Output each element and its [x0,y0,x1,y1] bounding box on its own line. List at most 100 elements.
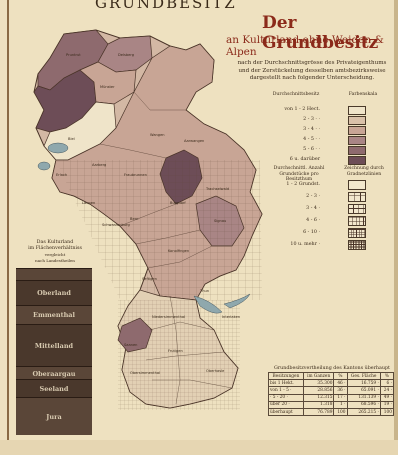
map-description: nach der Durchschnittsgrösse des Private… [228,60,396,83]
table-cell: 265.215 · [346,407,381,417]
legend-color-swatch [348,116,366,125]
table-cell: 100 [333,407,348,417]
stats-table-header: Besitzungen im Ganzen % Ges. Fläche % [268,371,395,381]
legend-color-heading: Farbenskala [348,92,378,97]
map-subtitle: an Kulturland ohne Weiden & Alpen [226,34,384,58]
region-band-label: Mittelland [34,342,74,351]
label-schwarzenburg: Schwarzenburg [102,223,130,227]
region-band-label: Emmenthal [33,311,75,320]
table-cell: 35.300 [302,379,335,388]
label-fraubrunnen: Fraubrunnen [124,173,147,177]
label-aarberg: Aarberg [92,163,106,167]
region-band-label: Oberaargau [32,369,76,378]
district-boundaries [99,91,233,405]
legend-color-swatch [348,146,366,155]
legend-hatch-swatch [348,192,366,202]
table-cell: 49 · [379,393,395,402]
table-row: über 20 · 1.318 1 · 68.596 · 19 · [268,400,395,409]
table-cell: über 20 · [268,400,304,409]
table-row: von 1 - 5 · 28.856 36 · 65.091 · 24 · [268,386,395,395]
regions-note-line: Das Kulturland [36,240,74,245]
label-trachselwald: Trachselwald [205,187,229,191]
legend-size-label: 2 - 3 · · [303,117,320,122]
label-oberhasle: Oberhasle [206,369,225,373]
legend-size-label: 5 - 6 · · [303,147,320,152]
label-thun: Thun [199,289,209,293]
table-cell: 17 · [333,393,348,402]
regions-note-line: vergleicht [44,252,66,257]
region-band: Oberaargau [16,365,92,381]
district-saanen [117,317,153,353]
legend-size-row: 5 - 6 · · [272,146,392,155]
table-cell: bis 1 Hekt. [268,379,304,388]
header-cell: Besitzungen [268,371,304,381]
table-cell: 68.596 · [346,400,381,409]
stats-table-title: Grundbesitzvertheilung des Kantons überh… [274,366,390,371]
legend-hatch-swatch [348,228,366,238]
label-pruntrut: Pruntrut [66,53,81,57]
label-wangen: Wangen [150,133,165,137]
legend-parcel-row: 2 - 3 · [272,192,392,202]
table-cell: 6 · [379,379,395,388]
legend-color-swatch [348,136,366,145]
table-cell: überhaupt [268,407,304,417]
region-band-label: Oberland [37,289,71,298]
legend-parcel-label: 3 - 4 · [306,206,320,211]
header-cell: im Ganzen [302,371,335,381]
table-cell: 12.315 [302,393,335,402]
legend-size-row: 2 - 3 · · [272,116,392,125]
table-cell: 28.856 [302,386,335,395]
label-delsberg: Delsberg [118,53,134,57]
legend-parcel-row: 4 - 6 · [272,216,392,226]
regions-note-line: nach Landestheilen [35,258,75,263]
table-cell: 24 · [379,386,395,395]
table-cell: 16.759 · [346,379,381,388]
description-line: dargestellt nach folgender Unterscheidun… [249,75,375,82]
legend-parcel-row: 3 - 4 · [272,204,392,214]
stats-table: Besitzungen im Ganzen % Ges. Fläche % bi… [268,371,395,417]
legend-size-heading: Durchschnittsbesitz [272,92,320,97]
legend-parcel-row: 10 u. mehr · [272,240,392,250]
table-cell: 36 · [333,386,348,395]
parcel-grid-hatching [56,160,262,300]
legend-parcel-label: 6 - 10 · [303,230,320,235]
region-band [16,268,92,281]
top-banner-text: GRUNDBESITZ [95,0,237,12]
legend-hatch-swatch [348,180,366,190]
legend-parcel-label: 4 - 6 · [306,218,320,223]
table-row: · 5 - 20 · 12.315 17 · 131.139 · 49 · [268,393,395,402]
legend-hatch-heading: Zeichnung durch Gradnetzlinien [344,166,384,177]
legend-parcels-heading: Durchschnittl. Anzahl Grundstücke pro Be… [273,166,325,182]
label-saanen: Saanen [124,343,137,347]
legend-size-row: von 1 - 2 Hect. [272,106,392,115]
legend-parcel-row: 1 - 2 Grundst. [272,180,392,190]
legend-size-row: 3 - 4 · · [272,126,392,135]
lake-brienz [223,293,251,309]
label-konolfingen: Konolfingen [168,249,189,253]
label-laupen: Laupen [82,201,95,205]
lake-thun [193,295,223,314]
header-cell: % [379,371,395,381]
label-niedersimmenthal: Niedersimmenthal [152,315,185,319]
lake-biel [47,142,69,154]
sheet-fold-line [7,0,9,455]
legend-size-label: 3 - 4 · · [303,127,320,132]
table-cell: von 1 - 5 · [268,386,304,395]
table-row: bis 1 Hekt. 35.300 46 · 16.759 · 6 · [268,379,395,388]
lake-neuchatel [37,161,51,171]
table-cell: 1 · [333,400,348,409]
table-cell: 1.318 [302,400,335,409]
region-band: Emmenthal [16,304,92,326]
legend-hatch-swatch [348,204,366,214]
label-interlaken: Interlaken [222,315,240,319]
header-cell: % [333,371,348,381]
sheet-edge [394,0,398,455]
legend-parcel-label: 1 - 2 Grundst. [286,182,320,187]
legend-size-label: von 1 - 2 Hect. [284,107,320,112]
legend-size-row: 6 u. darüber [272,156,392,165]
legend-color-swatch [348,106,366,115]
map-title: Der Grundbesitz [262,13,379,53]
table-total-row: überhaupt 76.789 100 265.215 · 100 [268,407,395,417]
